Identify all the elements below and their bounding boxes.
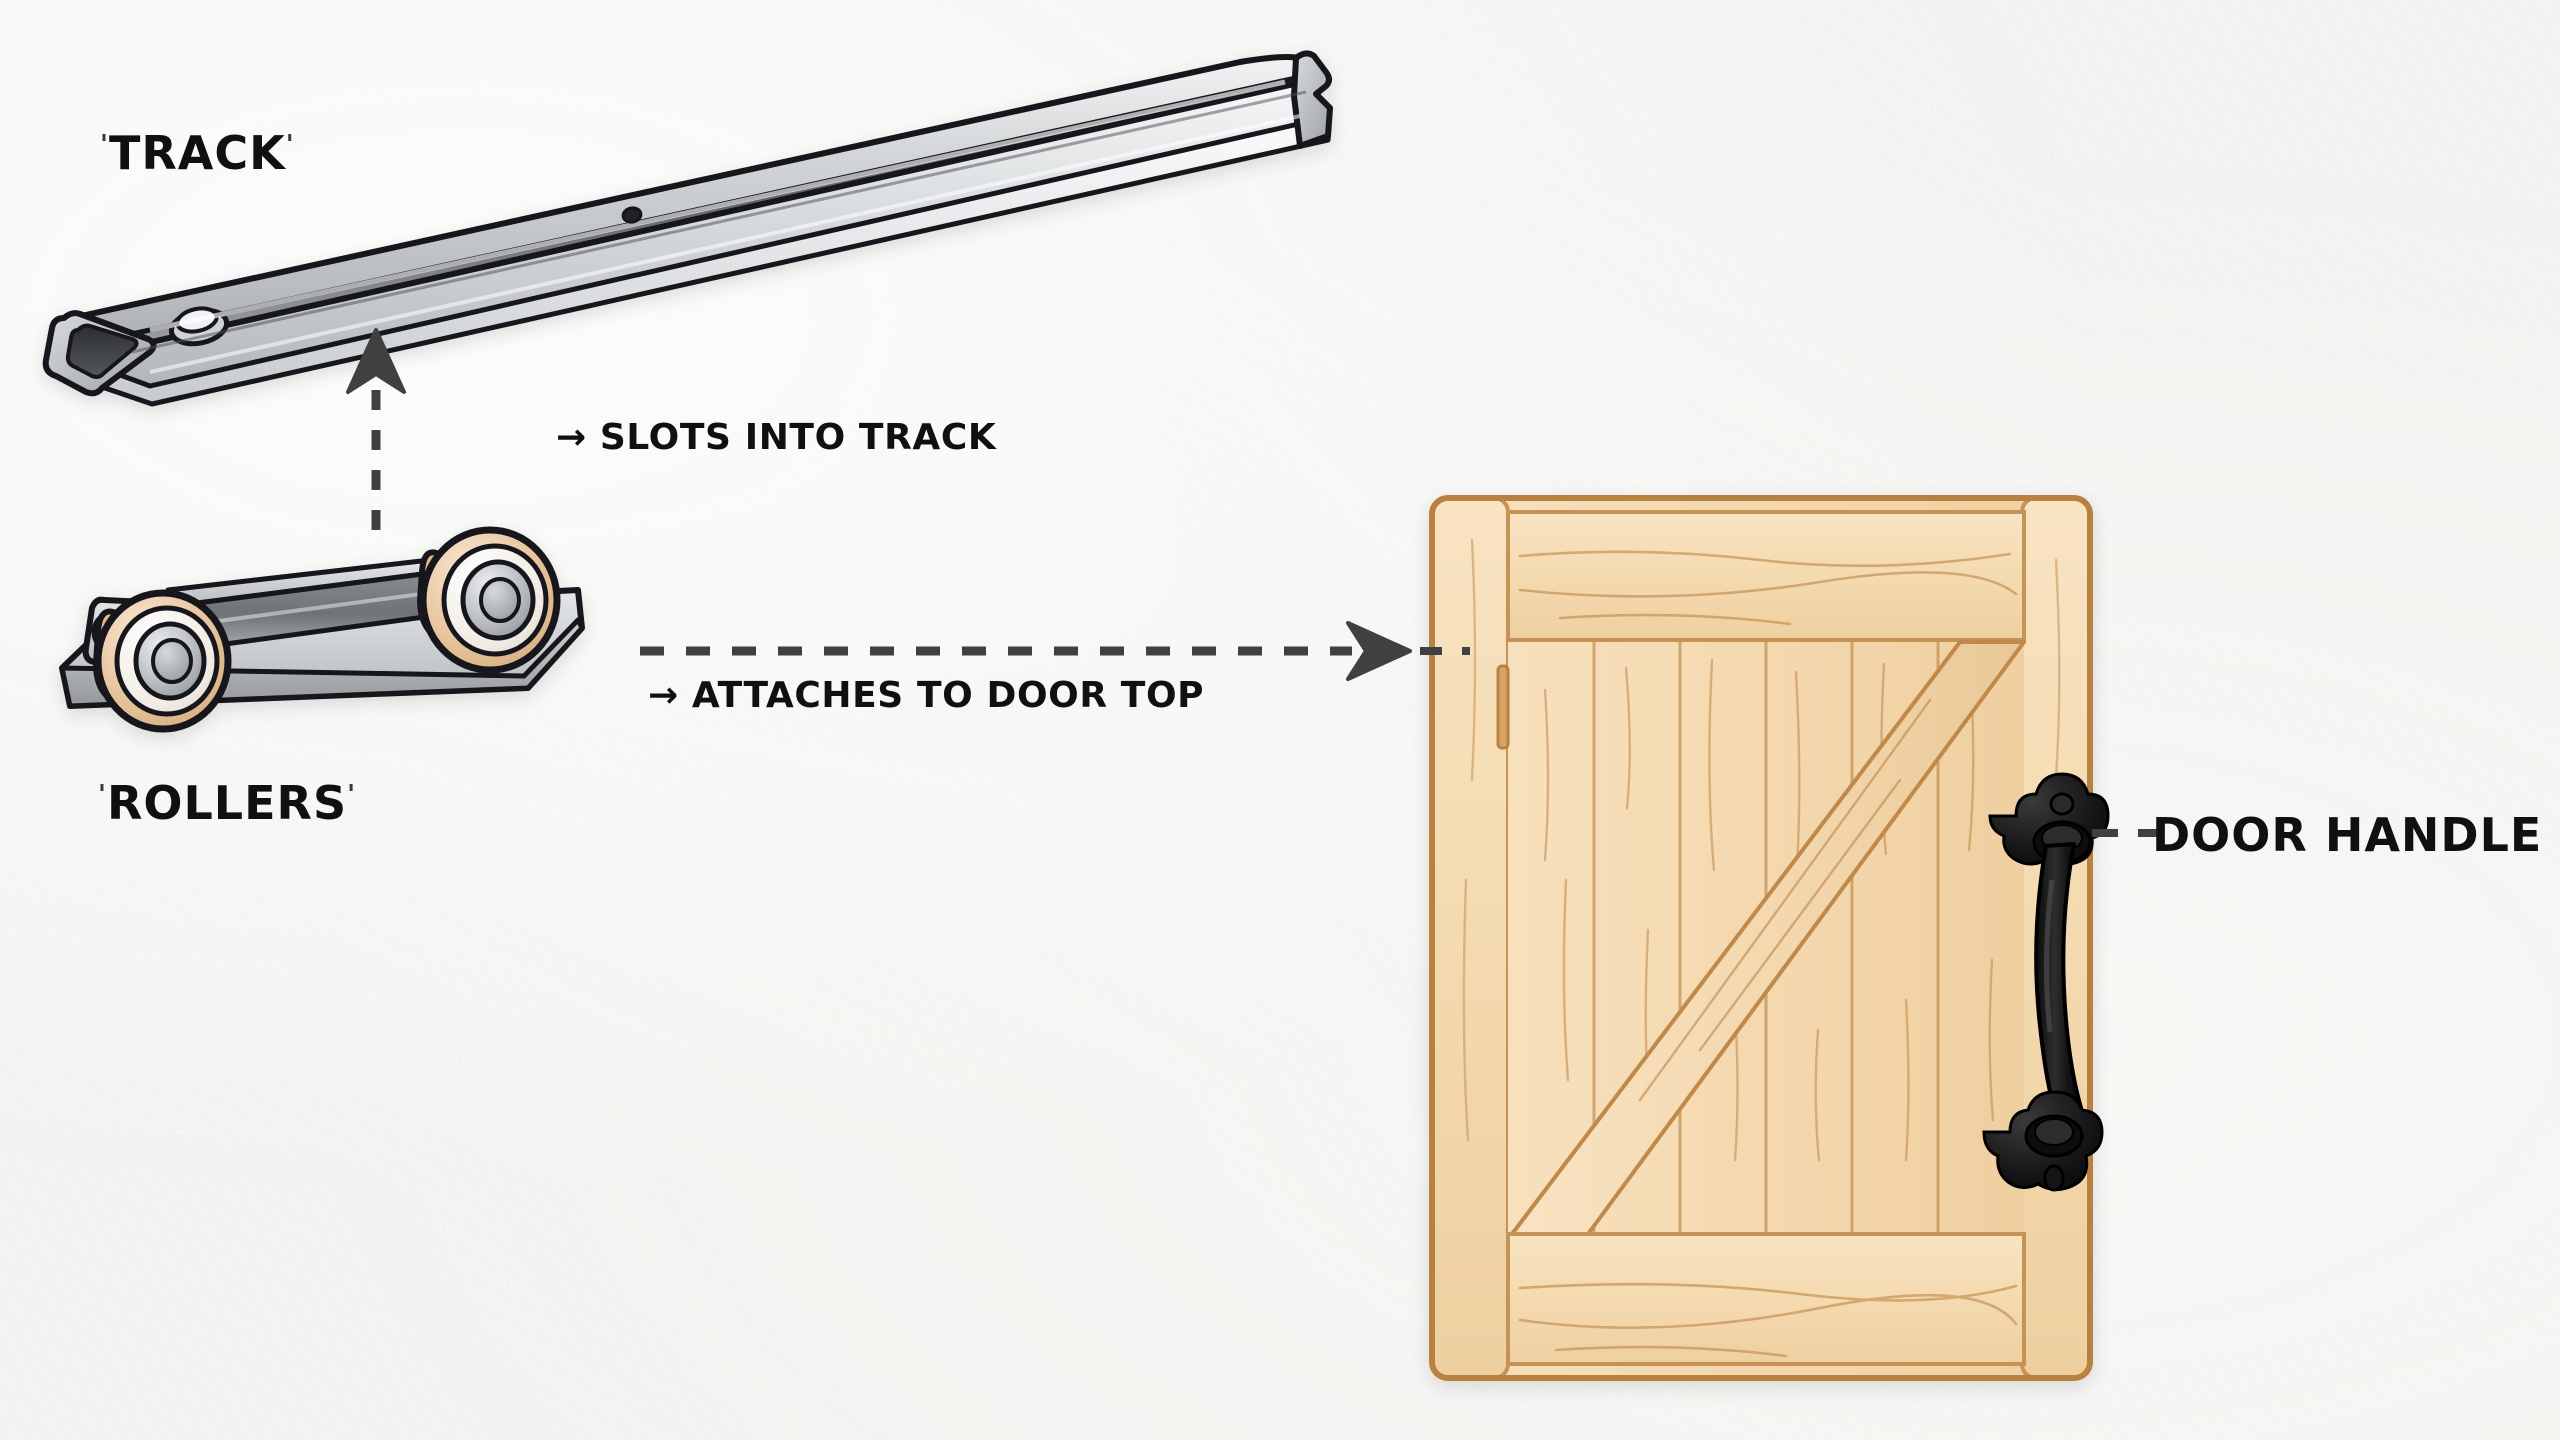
track-top-face	[69, 54, 1315, 348]
handle-lower-rosette	[1982, 1090, 2104, 1192]
door-handle-part	[1982, 772, 2110, 1192]
track-groove-shade	[131, 90, 1307, 354]
annotation-slots-into-track: → SLOTS INTO TRACK	[556, 417, 997, 458]
rollers-part	[59, 526, 585, 733]
arrow-rollers-to-door	[640, 621, 1470, 681]
label-track-tick-right: '	[285, 129, 295, 160]
door-stile-seam-detail	[1496, 664, 1510, 750]
track-highlight-a	[149, 79, 1286, 333]
handle-grip-highlight	[2043, 879, 2055, 1033]
label-track: 'TRACK'	[100, 130, 295, 176]
roller-wheel-left-bearing	[151, 638, 193, 684]
track-highlight-b	[149, 114, 1301, 374]
arrowhead-up	[346, 328, 406, 394]
label-track-tick-left: '	[100, 129, 109, 160]
annotation-attaches-to-door-top: → ATTACHES TO DOOR TOP	[648, 675, 1205, 716]
label-rollers-tick-left: '	[98, 779, 107, 810]
handle-screw-head	[2049, 792, 2075, 816]
barn-door-part	[1429, 495, 2093, 1381]
track-open-end	[42, 310, 157, 397]
door-top-rail-grain	[1518, 550, 2018, 626]
door-brace-grain	[1638, 698, 1932, 1102]
label-track-text: TRACK	[108, 126, 286, 180]
roller-wheel-left	[93, 589, 232, 733]
label-rollers-tick-right: '	[347, 779, 357, 810]
track-hollow-bore	[65, 323, 139, 379]
label-rollers-text: ROLLERS	[106, 776, 348, 830]
arrow-rollers-to-track	[346, 328, 406, 530]
door-bottom-rail-grain	[1518, 1282, 2018, 1358]
arrowhead-right	[1346, 621, 1412, 681]
door-left-stile	[1430, 496, 1510, 1380]
handle-lower-screw-head	[2043, 1164, 2065, 1192]
track-right-end	[1291, 50, 1333, 149]
label-door-handle: DOOR HANDLE	[2152, 808, 2543, 862]
door-top-rail	[1506, 510, 2026, 642]
track-groove-endstop	[621, 206, 643, 224]
label-rollers: 'ROLLERS'	[98, 780, 356, 826]
roller-wheel-right	[417, 526, 561, 674]
track-part	[42, 50, 1333, 407]
door-outline	[1429, 495, 2093, 1381]
roller-wheel-right-bearing	[479, 577, 521, 623]
